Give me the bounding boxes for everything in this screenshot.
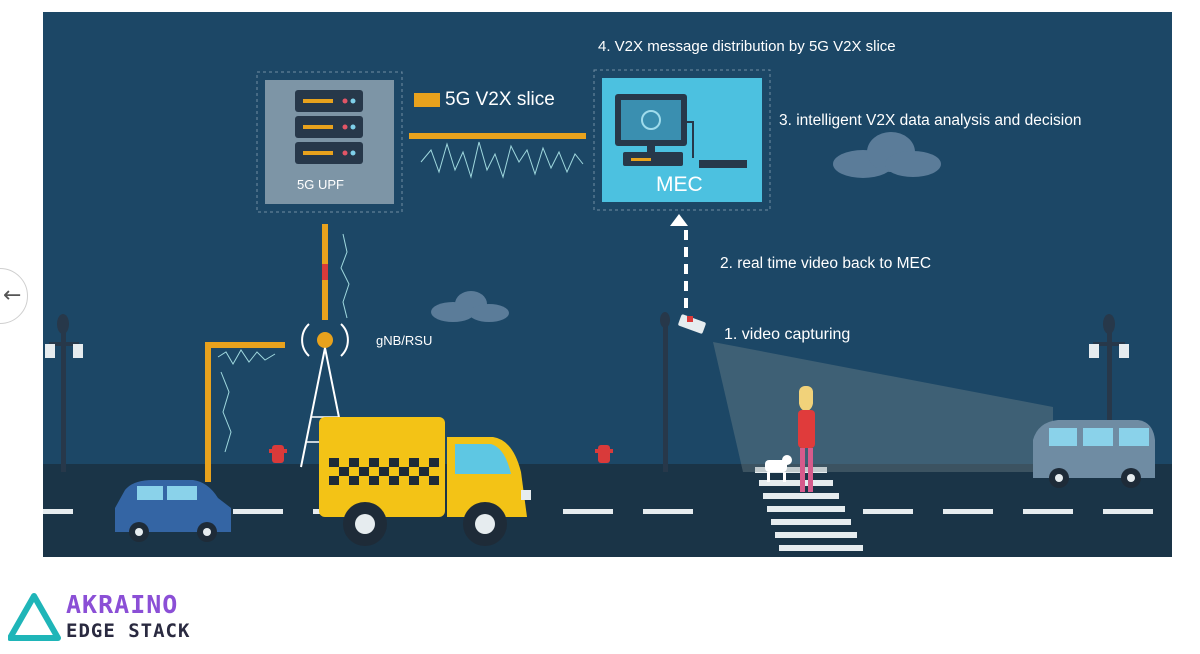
taxi-truck [319,417,531,546]
crosswalk [755,467,863,551]
signal-waveform [340,233,350,319]
upf-label: 5G UPF [297,177,344,192]
logo-edge-stack-text: EDGE STACK [66,620,191,642]
street-lamp [45,314,83,472]
street-lamp [1089,314,1129,472]
video-uplink-arrow [670,214,688,312]
mec-frame [593,69,771,211]
v2x-slice-link [409,133,586,139]
step4-label: 4. V2X message distribution by 5G V2X sl… [598,38,896,55]
step2-label: 2. real time video back to MEC [720,255,932,272]
upf-frame [256,71,403,213]
cloud-icon [431,291,509,322]
slice-label: 5G V2X slice [445,89,555,110]
gnb-label: gNB/RSU [376,333,433,348]
slice-legend-swatch [414,93,440,107]
camera-pole [660,312,670,472]
akraino-logo: AKRAINO EDGE STACK [8,590,208,646]
rsu-pole [205,342,285,482]
camera-icon [678,314,706,334]
blue-car [115,480,231,542]
pedestrian [798,386,815,492]
previous-slide-button[interactable]: ← [0,268,28,324]
cloud-icon [833,132,941,178]
v2x-scene: 4. V2X message distribution by 5G V2X sl… [43,12,1172,557]
link-marker [322,264,328,280]
akraino-triangle-icon [8,593,61,641]
step1-label: 1. video capturing [724,326,851,343]
server-icon [295,90,363,164]
mec-label: MEC [656,173,703,196]
signal-waveform [420,141,584,179]
dog [765,455,792,482]
logo-akraino-text: AKRAINO [66,590,179,619]
step3-label: 3. intelligent V2X data analysis and dec… [779,112,1082,129]
fire-hydrant-icon [595,445,613,463]
monitor-icon [615,94,747,168]
arrow-left-icon: ← [3,283,22,308]
scene-illustration [43,12,1172,557]
fire-hydrant-icon [269,445,287,463]
van [1033,420,1155,488]
